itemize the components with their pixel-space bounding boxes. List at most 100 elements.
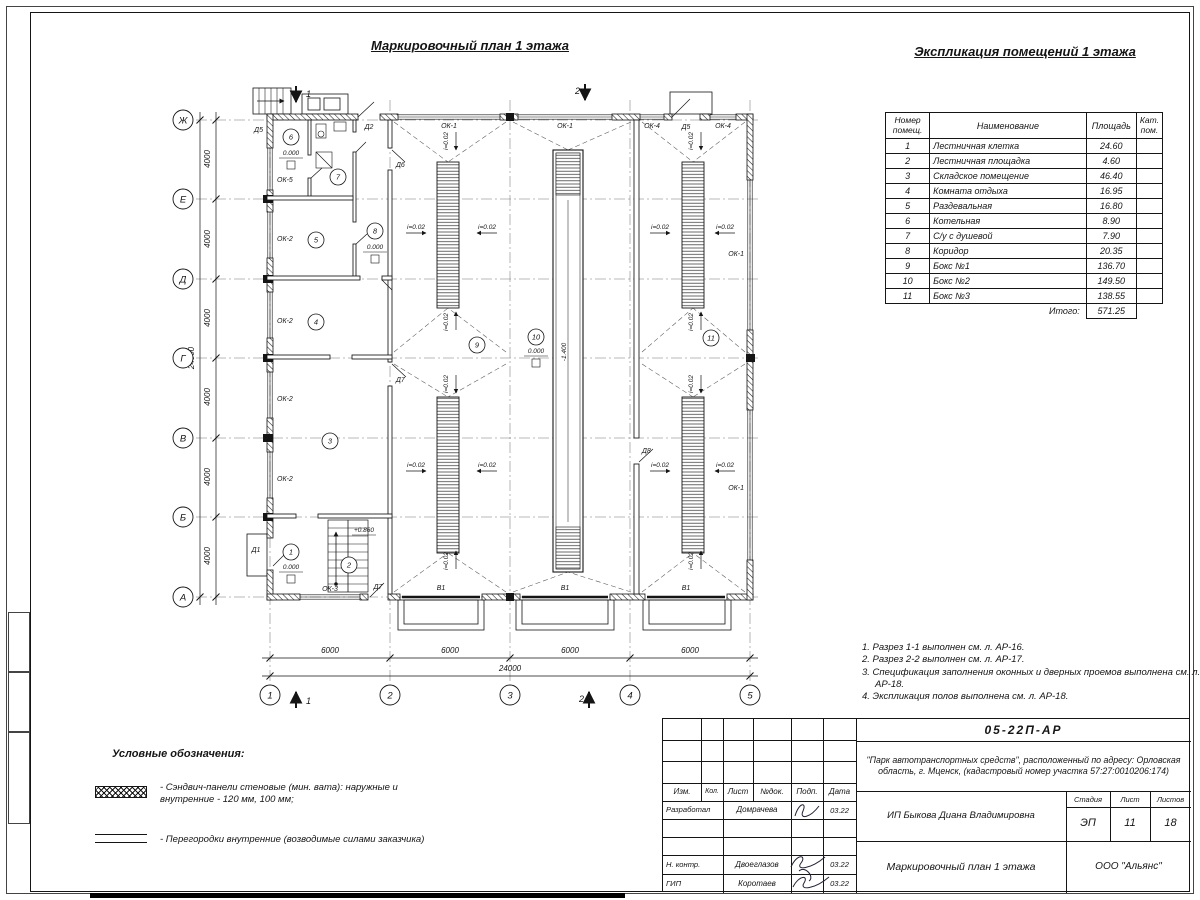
margin-stamp-box <box>8 672 30 732</box>
tb-sheet-value: 11 <box>1124 817 1136 830</box>
axis-letter: В <box>180 433 187 444</box>
cell-area: 16.95 <box>1085 183 1137 199</box>
dim-4000: 4000 <box>203 388 212 406</box>
axis-bubbles <box>172 109 761 706</box>
axis-letter: Б <box>180 512 186 523</box>
total-value: 571.25 <box>1085 303 1137 319</box>
col-header-text: пом. <box>1140 124 1159 135</box>
cell-cat <box>1135 213 1164 229</box>
section-number: 1 <box>306 89 311 99</box>
cell-cat <box>1135 288 1164 304</box>
axis-number: 1 <box>267 690 272 701</box>
window-mark: ОК-2 <box>277 318 293 325</box>
total-label: Итого: <box>1049 306 1080 317</box>
tb-date: 03.22 <box>830 860 849 869</box>
slope-mark: i=0.02 <box>443 375 450 393</box>
margin-stamp-box <box>8 612 30 672</box>
tb-name: Коротаев <box>738 878 776 888</box>
cell-cat <box>1135 198 1164 214</box>
elevation-mark: 0.000 <box>283 150 300 157</box>
dim-6000: 6000 <box>681 646 699 655</box>
slope-mark: i=0.02 <box>478 224 496 231</box>
room-number: 10 <box>532 333 541 342</box>
room-number: 6 <box>289 133 294 142</box>
door-mark: Д5 <box>681 124 691 131</box>
section-marks: 1 1 2 2 <box>289 84 596 708</box>
axis-letter: Ж <box>178 115 189 126</box>
scan-edge-strip <box>90 893 625 898</box>
cell-num: 5 <box>884 198 931 214</box>
elevation-marks: 0.000 0.000 0.000 0.000 +0.860 -1.400 <box>283 150 568 571</box>
cell-area: 7.90 <box>1085 228 1137 244</box>
external-stair <box>252 87 292 115</box>
tb-project-description: "Парк автотранспортных средств", располо… <box>866 755 1181 776</box>
dim-6000: 6000 <box>441 646 459 655</box>
elevation-mark: 0.000 <box>283 564 300 571</box>
cell-area: 16.80 <box>1085 198 1137 214</box>
cell-name: Коридор <box>929 243 1087 259</box>
cell-name: Раздевальная <box>929 198 1087 214</box>
room-number: 7 <box>336 173 341 182</box>
slope-arrows <box>406 132 735 569</box>
cell-num: 10 <box>884 273 931 289</box>
cell-cat <box>1135 168 1164 184</box>
window-mark: ОК-1 <box>728 251 744 258</box>
cell-name: Бокс №2 <box>929 273 1087 289</box>
room-bubbles <box>282 128 720 574</box>
staircase <box>327 519 369 593</box>
cell-cat <box>1135 138 1164 154</box>
window-mark: ОК-2 <box>277 236 293 243</box>
tb-header-podp: Подп. <box>796 787 818 797</box>
tb-header-data: Дата <box>828 787 851 797</box>
col-header-text: помещ. <box>892 124 923 135</box>
table-header-row: Номер помещ. Наименование Площадь Кат. п… <box>884 112 1164 139</box>
opening-marks: ОК-1 ОК-1 ОК-1 ОК-1 ОК-2 ОК-2 ОК-2 ОК-2 … <box>251 123 745 593</box>
cell-area: 46.40 <box>1085 168 1137 184</box>
cell-area: 24.60 <box>1085 138 1137 154</box>
slope-labels: i=0.02 i=0.02 i=0.02 i=0.02 i=0.02 i=0.0… <box>407 132 734 570</box>
cell-num: 8 <box>884 243 931 259</box>
dim-4000: 4000 <box>203 547 212 565</box>
dim-4000: 4000 <box>203 150 212 168</box>
note-item: 3. Спецификация заполнения оконных и две… <box>862 666 1200 691</box>
title-block: Изм. Кол. Лист №док. Подп. Дата Разработ… <box>662 718 1191 893</box>
door-mark: Д6 <box>395 162 405 169</box>
room-number: 5 <box>314 236 319 245</box>
legend-title: Условные обозначения: <box>112 748 245 760</box>
cell-area: 4.60 <box>1085 153 1137 169</box>
window-mark: ОК-5 <box>277 177 293 184</box>
window-mark: ОК-1 <box>441 123 457 130</box>
tb-role: ГИП <box>666 878 682 888</box>
cell-name: Лестничная клетка <box>929 138 1087 154</box>
dim-6000: 6000 <box>561 646 579 655</box>
dim-4000: 4000 <box>203 309 212 327</box>
cell-name: Котельная <box>929 213 1087 229</box>
cell-num: 11 <box>884 288 931 304</box>
axis-number: 2 <box>386 690 393 701</box>
axis-number: 4 <box>627 690 632 701</box>
window-mark: ОК-2 <box>277 396 293 403</box>
slope-mark: i=0.02 <box>716 462 734 469</box>
window-mark: ОК-4 <box>644 123 660 130</box>
sanitary-fixtures <box>315 121 347 169</box>
cell-area: 149.50 <box>1085 273 1137 289</box>
door-mark: Д7 <box>373 584 384 591</box>
slope-mark: i=0.02 <box>688 313 695 331</box>
cell-cat <box>1135 228 1164 244</box>
slope-mark: i=0.02 <box>716 224 734 231</box>
tb-header-kol: Кол. <box>705 787 719 795</box>
inspection-pit <box>552 149 584 573</box>
legend-item-partition: - Перегородки внутренние (возводимые сил… <box>160 834 425 845</box>
axis-letter: А <box>179 592 186 603</box>
cell-area: 8.90 <box>1085 213 1137 229</box>
door-mark: Д1 <box>251 547 261 554</box>
tb-stage-value: ЭП <box>1080 817 1096 830</box>
